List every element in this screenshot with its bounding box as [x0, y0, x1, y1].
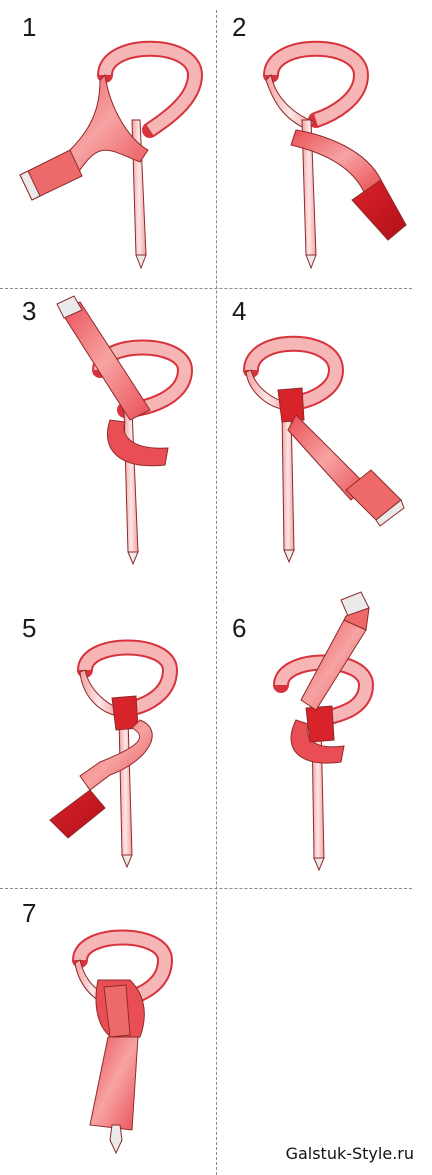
step-number-1: 1 [22, 12, 37, 42]
step-number-4: 4 [232, 296, 247, 326]
horizontal-divider-1 [0, 288, 412, 289]
step-number-7: 7 [22, 898, 37, 928]
step-number-2: 2 [232, 12, 247, 42]
step-number-3: 3 [22, 296, 37, 326]
site-credit: Galstuk-Style.ru [285, 1144, 414, 1163]
horizontal-divider-2 [0, 888, 412, 889]
step-number-5: 5 [22, 613, 37, 643]
step-7-illustration [72, 929, 174, 1155]
step-1-illustration [19, 40, 204, 270]
step-3-illustration [56, 295, 194, 566]
step-2-illustration [263, 40, 407, 270]
step-4-illustration [243, 335, 405, 564]
step-number-6: 6 [232, 613, 247, 643]
vertical-divider [216, 10, 217, 1175]
step-5-illustration [49, 639, 179, 869]
step-6-illustration [273, 591, 375, 872]
